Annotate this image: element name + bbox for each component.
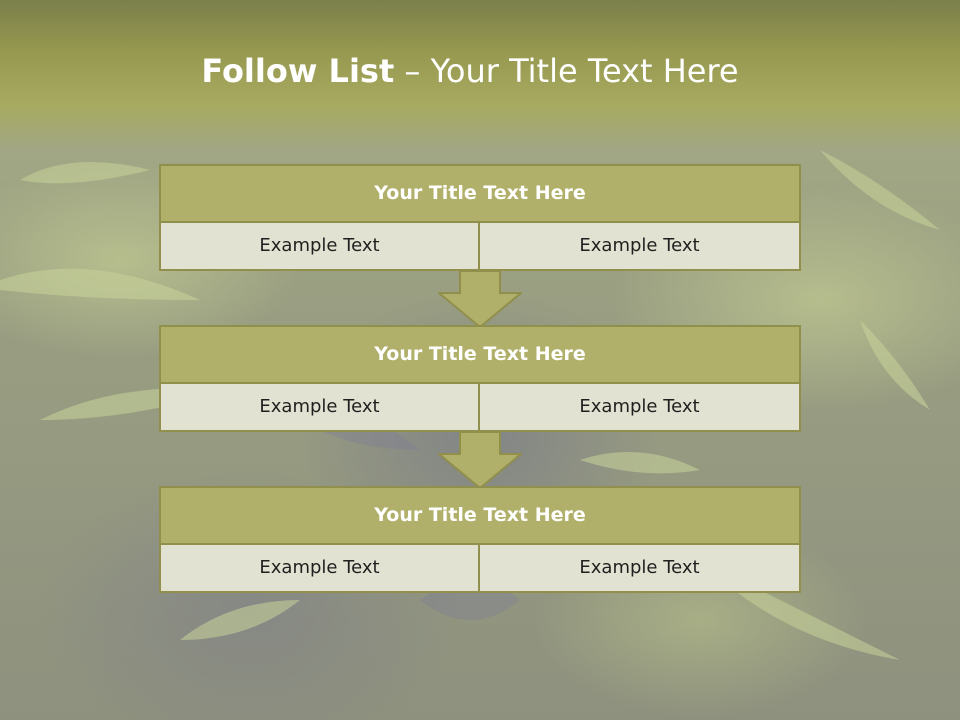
block-title: Your Title Text Here [159, 164, 801, 223]
down-arrow-icon [438, 431, 522, 489]
block-cell-right: Example Text [478, 221, 801, 271]
header-band [0, 0, 960, 150]
block-title: Your Title Text Here [159, 486, 801, 545]
block-cell-left: Example Text [159, 221, 480, 271]
title-rest: – Your Title Text Here [404, 52, 739, 90]
block-cell-right: Example Text [478, 543, 801, 593]
list-block: Your Title Text Here Example Text Exampl… [159, 325, 801, 432]
title-bold: Follow List [201, 52, 395, 90]
block-row: Example Text Example Text [159, 543, 801, 593]
list-block: Your Title Text Here Example Text Exampl… [159, 486, 801, 593]
block-cell-right: Example Text [478, 382, 801, 432]
page-title: Follow List – Your Title Text Here [0, 52, 940, 90]
block-title: Your Title Text Here [159, 325, 801, 384]
block-cell-left: Example Text [159, 543, 480, 593]
block-row: Example Text Example Text [159, 221, 801, 271]
block-row: Example Text Example Text [159, 382, 801, 432]
block-cell-left: Example Text [159, 382, 480, 432]
down-arrow-icon [438, 270, 522, 328]
list-block: Your Title Text Here Example Text Exampl… [159, 164, 801, 271]
